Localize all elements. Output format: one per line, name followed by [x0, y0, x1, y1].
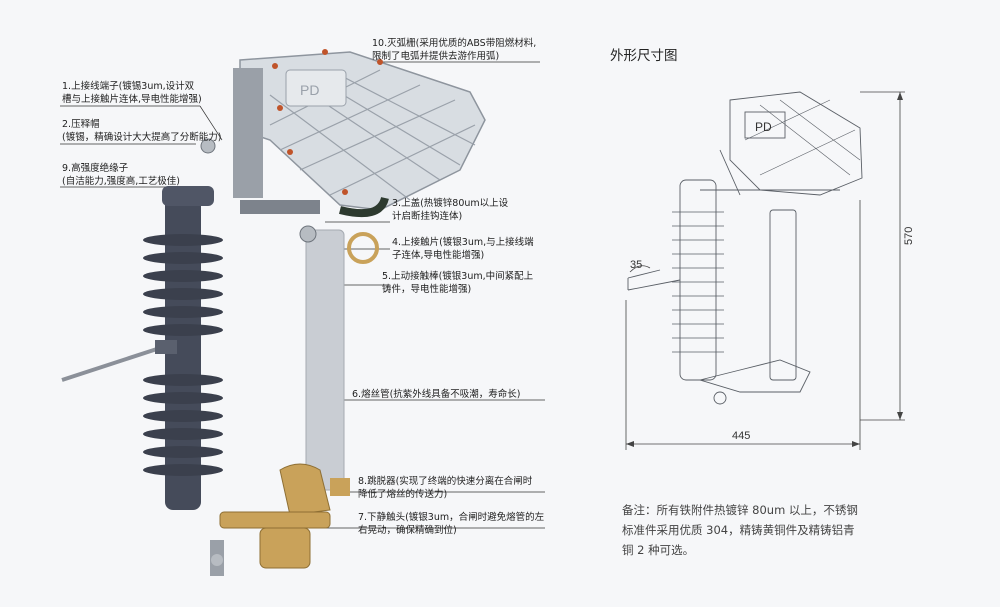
bracket	[233, 68, 263, 198]
fuse-tube	[305, 229, 345, 491]
bottom-contact	[210, 463, 350, 576]
label-8-line-2: 降低了熔丝的传送力)	[358, 489, 448, 500]
drawing-title: 外形尺寸图	[610, 48, 678, 64]
insulator	[143, 186, 223, 510]
label-7-line-2: 右晃动，确保精确到位)	[358, 525, 457, 536]
label-1-line-1: 1.上接线端子(镀锡3um,设计双	[62, 81, 195, 92]
label-10-line-2: 限制了电弧并提供去游作用弧)	[372, 51, 500, 62]
dimension-lines	[625, 91, 905, 450]
label-8-line-1: 8.跳脱器(实现了终端的快速分离在合闸时	[358, 476, 533, 487]
label-4-line-1: 4.上接触片(镀银3um,与上接线端	[392, 237, 534, 248]
label-5-line-1: 5.上动接触棒(镀银3um,中间紧配上	[382, 271, 534, 282]
label-5-line-2: 铸件，导电性能增强)	[382, 284, 472, 295]
pull-ring	[347, 232, 379, 264]
label-6: 6.熔丝管(抗紫外线具备不吸潮，寿命长)	[352, 389, 521, 400]
label-4-line-2: 子连体,导电性能增强)	[392, 250, 485, 261]
label-9-line-2: (自洁能力,强度高,工艺极佳)	[62, 176, 180, 187]
label-7-line-1: 7.下静触头(镀银3um，合闸时避免熔管的左	[358, 512, 545, 523]
note-line-2: 标准件采用优质 304，精铸黄铜件及精铸铝青	[622, 523, 855, 537]
outline-drawing	[627, 91, 863, 405]
dim-height: 570	[903, 227, 915, 245]
note: 备注：所有铁附件热镀锌 80um 以上，不锈钢 标准件采用优质 304，精铸黄铜…	[622, 500, 858, 560]
note-line-1: 备注：所有铁附件热镀锌 80um 以上，不锈钢	[622, 503, 858, 517]
label-10-line-1: 10.灭弧栅(采用优质的ABS带阻燃材料,	[372, 38, 537, 49]
label-1-line-2: 槽与上接触片连体,导电性能增强)	[62, 94, 202, 105]
label-2-line-1: 2.压释帽	[62, 119, 100, 130]
label-3-line-1: 3.上盖(热镀锌80um以上设	[392, 198, 509, 209]
label-3-line-2: 计启断挂钩连体)	[392, 211, 463, 222]
label-9-line-1: 9.高强度绝缘子	[62, 163, 129, 174]
label-2-line-2: (镀锡，精确设计大大提高了分断能力)	[62, 132, 222, 143]
note-line-3: 铜 2 种可选。	[622, 543, 695, 557]
arc-chute: PD	[239, 49, 486, 211]
dim-width: 445	[732, 430, 750, 442]
pd-logo-photo: PD	[300, 82, 319, 98]
dim-angle: 35	[630, 259, 642, 271]
pd-logo-drawing: PD	[755, 120, 772, 134]
